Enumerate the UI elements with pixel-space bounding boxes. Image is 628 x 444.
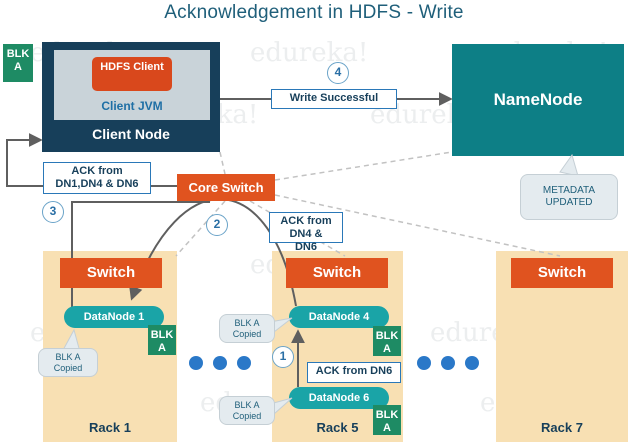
- core-switch-box: Core Switch: [177, 174, 275, 201]
- rack-7-switch: Switch: [511, 258, 613, 288]
- rack-1-label: Rack 1: [89, 420, 131, 435]
- ellipsis-dot: [465, 356, 479, 370]
- ellipsis-dot: [417, 356, 431, 370]
- namenode-box: NameNode: [452, 44, 624, 156]
- rack-5-switch: Switch: [286, 258, 388, 288]
- datanode-6-block-a: BLK A: [373, 405, 401, 435]
- datanode-1-block-a: BLK A: [148, 325, 176, 355]
- dn4-copied-bubble: BLK A Copied: [219, 314, 275, 343]
- dn6-copied-bubble: BLK A Copied: [219, 396, 275, 425]
- dn1-copied-bubble: BLK A Copied: [38, 348, 98, 377]
- diagram-title: Acknowledgement in HDFS - Write: [164, 2, 464, 23]
- ack-client-label: ACK from DN1,DN4 & DN6: [43, 162, 151, 194]
- client-jvm-label: Client JVM: [101, 99, 163, 113]
- ellipsis-dot: [213, 356, 227, 370]
- ellipsis-dot: [441, 356, 455, 370]
- metadata-updated-bubble: METADATA UPDATED: [520, 174, 618, 220]
- ack-dn6-label: ACK from DN6: [307, 362, 401, 383]
- datanode-4: DataNode 4: [289, 306, 389, 328]
- ellipsis-dot: [237, 356, 251, 370]
- step-2-marker: 2: [206, 214, 228, 236]
- ack-dn4-dn6-label: ACK from DN4 & DN6: [269, 212, 343, 253]
- datanode-4-block-a: BLK A: [373, 326, 401, 356]
- client-node-label: Client Node: [92, 126, 170, 142]
- rack-7-label: Rack 7: [541, 420, 583, 435]
- rack-1-switch: Switch: [60, 258, 162, 288]
- step-4-marker: 4: [327, 62, 349, 84]
- datanode-1: DataNode 1: [64, 306, 164, 328]
- write-successful-label: Write Successful: [271, 89, 397, 109]
- client-block-a: BLK A: [3, 44, 33, 82]
- rack-5-label: Rack 5: [316, 420, 359, 435]
- datanode-6: DataNode 6: [289, 387, 389, 409]
- ellipsis-dot: [189, 356, 203, 370]
- step-1-marker: 1: [272, 346, 294, 368]
- step-3-marker: 3: [42, 201, 64, 223]
- hdfs-client-box: HDFS Client: [92, 57, 172, 91]
